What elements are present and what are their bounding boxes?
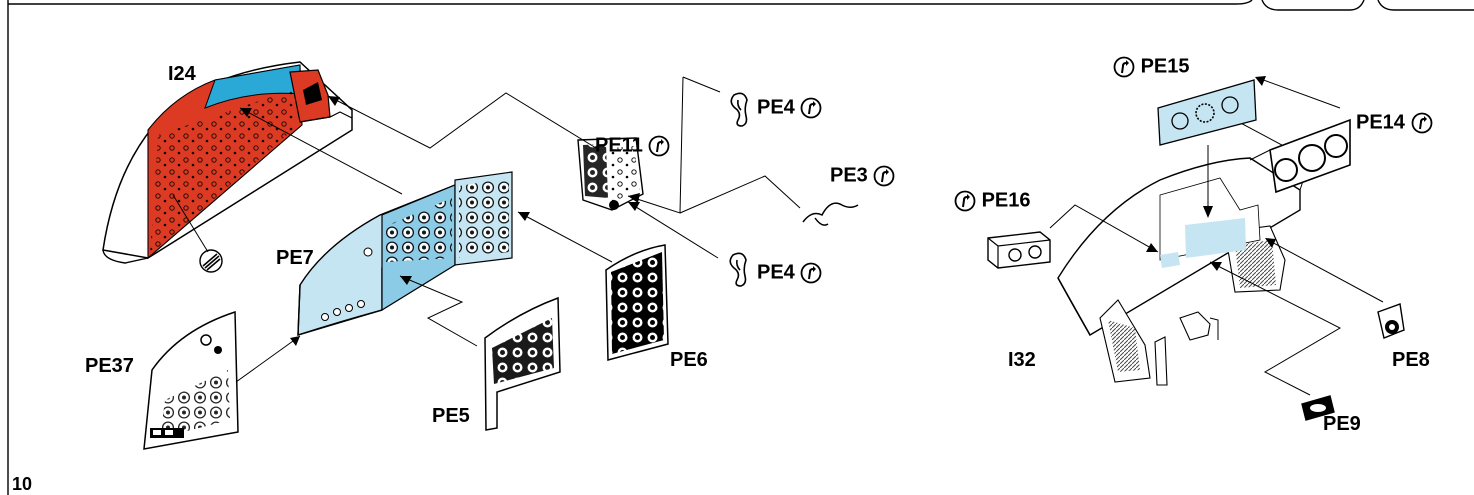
- detail-circle-icon: [199, 249, 223, 273]
- label-pe37: PE37: [85, 355, 134, 377]
- part-pe6-panel: [605, 244, 669, 361]
- part-pe8-gauge: [1377, 303, 1405, 339]
- leader-arrowheads-left: [240, 96, 640, 346]
- label-pe11-group: PE11: [595, 135, 670, 157]
- leader-i24-detail: [172, 194, 209, 253]
- part-pe7-panel: [297, 171, 513, 336]
- label-pe4-lower: PE4: [757, 261, 795, 284]
- label-i32: I32: [1008, 349, 1036, 371]
- part-pe15-decal: [1157, 79, 1257, 146]
- leader-lines-left: [235, 76, 801, 383]
- label-pe14: PE14: [1356, 111, 1405, 134]
- part-pe16-box: [987, 231, 1051, 269]
- label-pe9: PE9: [1323, 413, 1361, 435]
- part-pe37-panel: [143, 310, 239, 450]
- part-i24-shroud: [102, 61, 353, 264]
- bend-up-arrow-in-circle-icon: [800, 262, 822, 284]
- part-pe3-wire: [802, 202, 859, 226]
- part-pe14-bezel: [1269, 118, 1351, 194]
- label-pe5: PE5: [432, 405, 470, 427]
- leader-lines-right: [1049, 77, 1384, 396]
- label-pe15-group: PE15: [1113, 56, 1190, 78]
- label-pe15: PE15: [1140, 55, 1190, 78]
- label-pe4-lower-group: PE4: [757, 262, 822, 284]
- part-pe5-panel: [484, 296, 561, 431]
- part-pe4-handle-lower: [729, 252, 747, 287]
- label-pe7: PE7: [276, 247, 314, 269]
- label-pe6: PE6: [670, 349, 708, 371]
- page-frame: [7, 0, 1474, 495]
- bend-up-arrow-in-circle-icon: [1411, 112, 1433, 134]
- part-pe4-handle-upper: [730, 92, 748, 127]
- page-number: 10: [12, 474, 33, 494]
- label-i24: I24: [168, 63, 196, 85]
- leader-arrowheads-right: [1146, 76, 1276, 271]
- label-pe3: PE3: [830, 164, 868, 187]
- label-pe14-group: PE14: [1356, 112, 1433, 134]
- part-pe11-radio: [577, 137, 644, 211]
- bend-up-arrow-in-circle-icon: [1113, 56, 1135, 78]
- part-i32-assembly: [1057, 119, 1311, 386]
- label-pe4-upper-group: PE4: [757, 97, 822, 119]
- label-pe11: PE11: [595, 134, 643, 157]
- label-pe16-group: PE16: [954, 190, 1031, 212]
- bend-up-arrow-in-circle-icon: [954, 190, 976, 212]
- label-pe3-group: PE3: [830, 165, 895, 187]
- label-pe16: PE16: [981, 189, 1031, 212]
- label-pe8: PE8: [1392, 349, 1430, 371]
- label-pe4-upper: PE4: [757, 96, 795, 119]
- part-pe9-gauge: [1301, 395, 1335, 421]
- bend-up-arrow-in-circle-icon: [873, 165, 895, 187]
- bend-up-arrow-in-circle-icon: [648, 135, 670, 157]
- bend-up-arrow-in-circle-icon: [800, 97, 822, 119]
